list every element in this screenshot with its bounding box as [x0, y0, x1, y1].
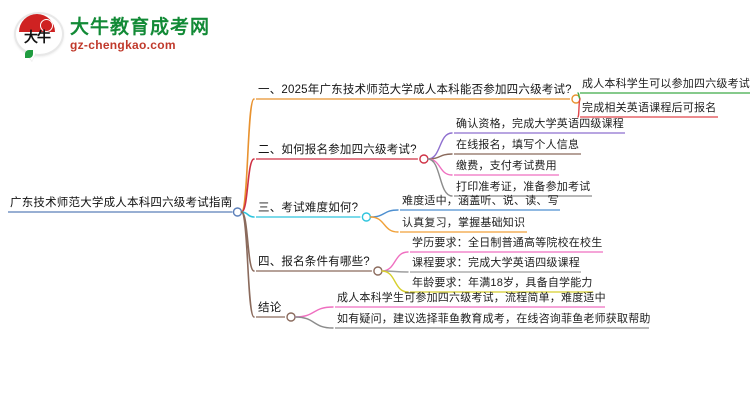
logo-green-leaf-icon	[25, 50, 33, 58]
mindmap-leaf-label-5-1: 成人本科学生可参加四六级考试，流程简单，难度适中	[337, 292, 606, 304]
mindmap-leaf-label-4-1: 学历要求：全日制普通高等院校在校生	[412, 237, 603, 249]
mindmap-branch-label-4: 四、报名条件有哪些?	[258, 256, 370, 268]
logo-mark-text: 大牛	[24, 30, 51, 46]
logo-title: 大牛教育成考网	[70, 15, 211, 38]
mindmap-root-label: 广东技术师范大学成人本科四六级考试指南	[10, 197, 233, 209]
mindmap-branch-label-5: 结论	[258, 302, 282, 314]
mindmap-leaf-label-2-2: 在线报名，填写个人信息	[456, 139, 580, 151]
logo-text-block: 大牛教育成考网 gz-chengkao.com	[70, 15, 211, 52]
mindmap-branch-label-2: 二、如何报名参加四六级考试?	[258, 144, 417, 156]
mindmap-leaf-label-1-2: 完成相关英语课程后可报名	[582, 102, 717, 114]
site-logo: 大牛 大牛教育成考网 gz-chengkao.com	[14, 10, 210, 58]
mindmap-leaf-label-2-1: 确认资格，完成大学英语四级课程	[456, 118, 624, 130]
logo-mark-icon: 大牛	[14, 10, 64, 58]
mindmap-branch-label-1: 一、2025年广东技术师范大学成人本科能否参加四六级考试?	[258, 84, 572, 96]
mindmap-leaf-label-3-1: 难度适中，涵盖听、说、读、写	[402, 195, 559, 207]
mindmap-branch-label-3: 三、考试难度如何?	[258, 202, 359, 214]
mindmap-leaf-label-2-3: 缴费，支付考试费用	[456, 160, 557, 172]
mindmap-leaf-label-1-1: 成人本科学生可以参加四六级考试	[582, 78, 750, 90]
mindmap-leaf-label-4-3: 年龄要求：年满18岁，具备自学能力	[412, 277, 593, 289]
logo-subtitle: gz-chengkao.com	[70, 37, 176, 52]
logo-red-dot	[40, 19, 53, 32]
mindmap-leaf-label-5-2: 如有疑问，建议选择菲鱼教育成考，在线咨询菲鱼老师获取帮助	[337, 313, 651, 325]
mindmap-leaf-label-2-4: 打印准考证，准备参加考试	[456, 181, 591, 193]
mindmap-leaf-label-3-2: 认真复习，掌握基础知识	[402, 217, 526, 229]
mindmap-leaf-label-4-2: 课程要求：完成大学英语四级课程	[412, 257, 580, 269]
